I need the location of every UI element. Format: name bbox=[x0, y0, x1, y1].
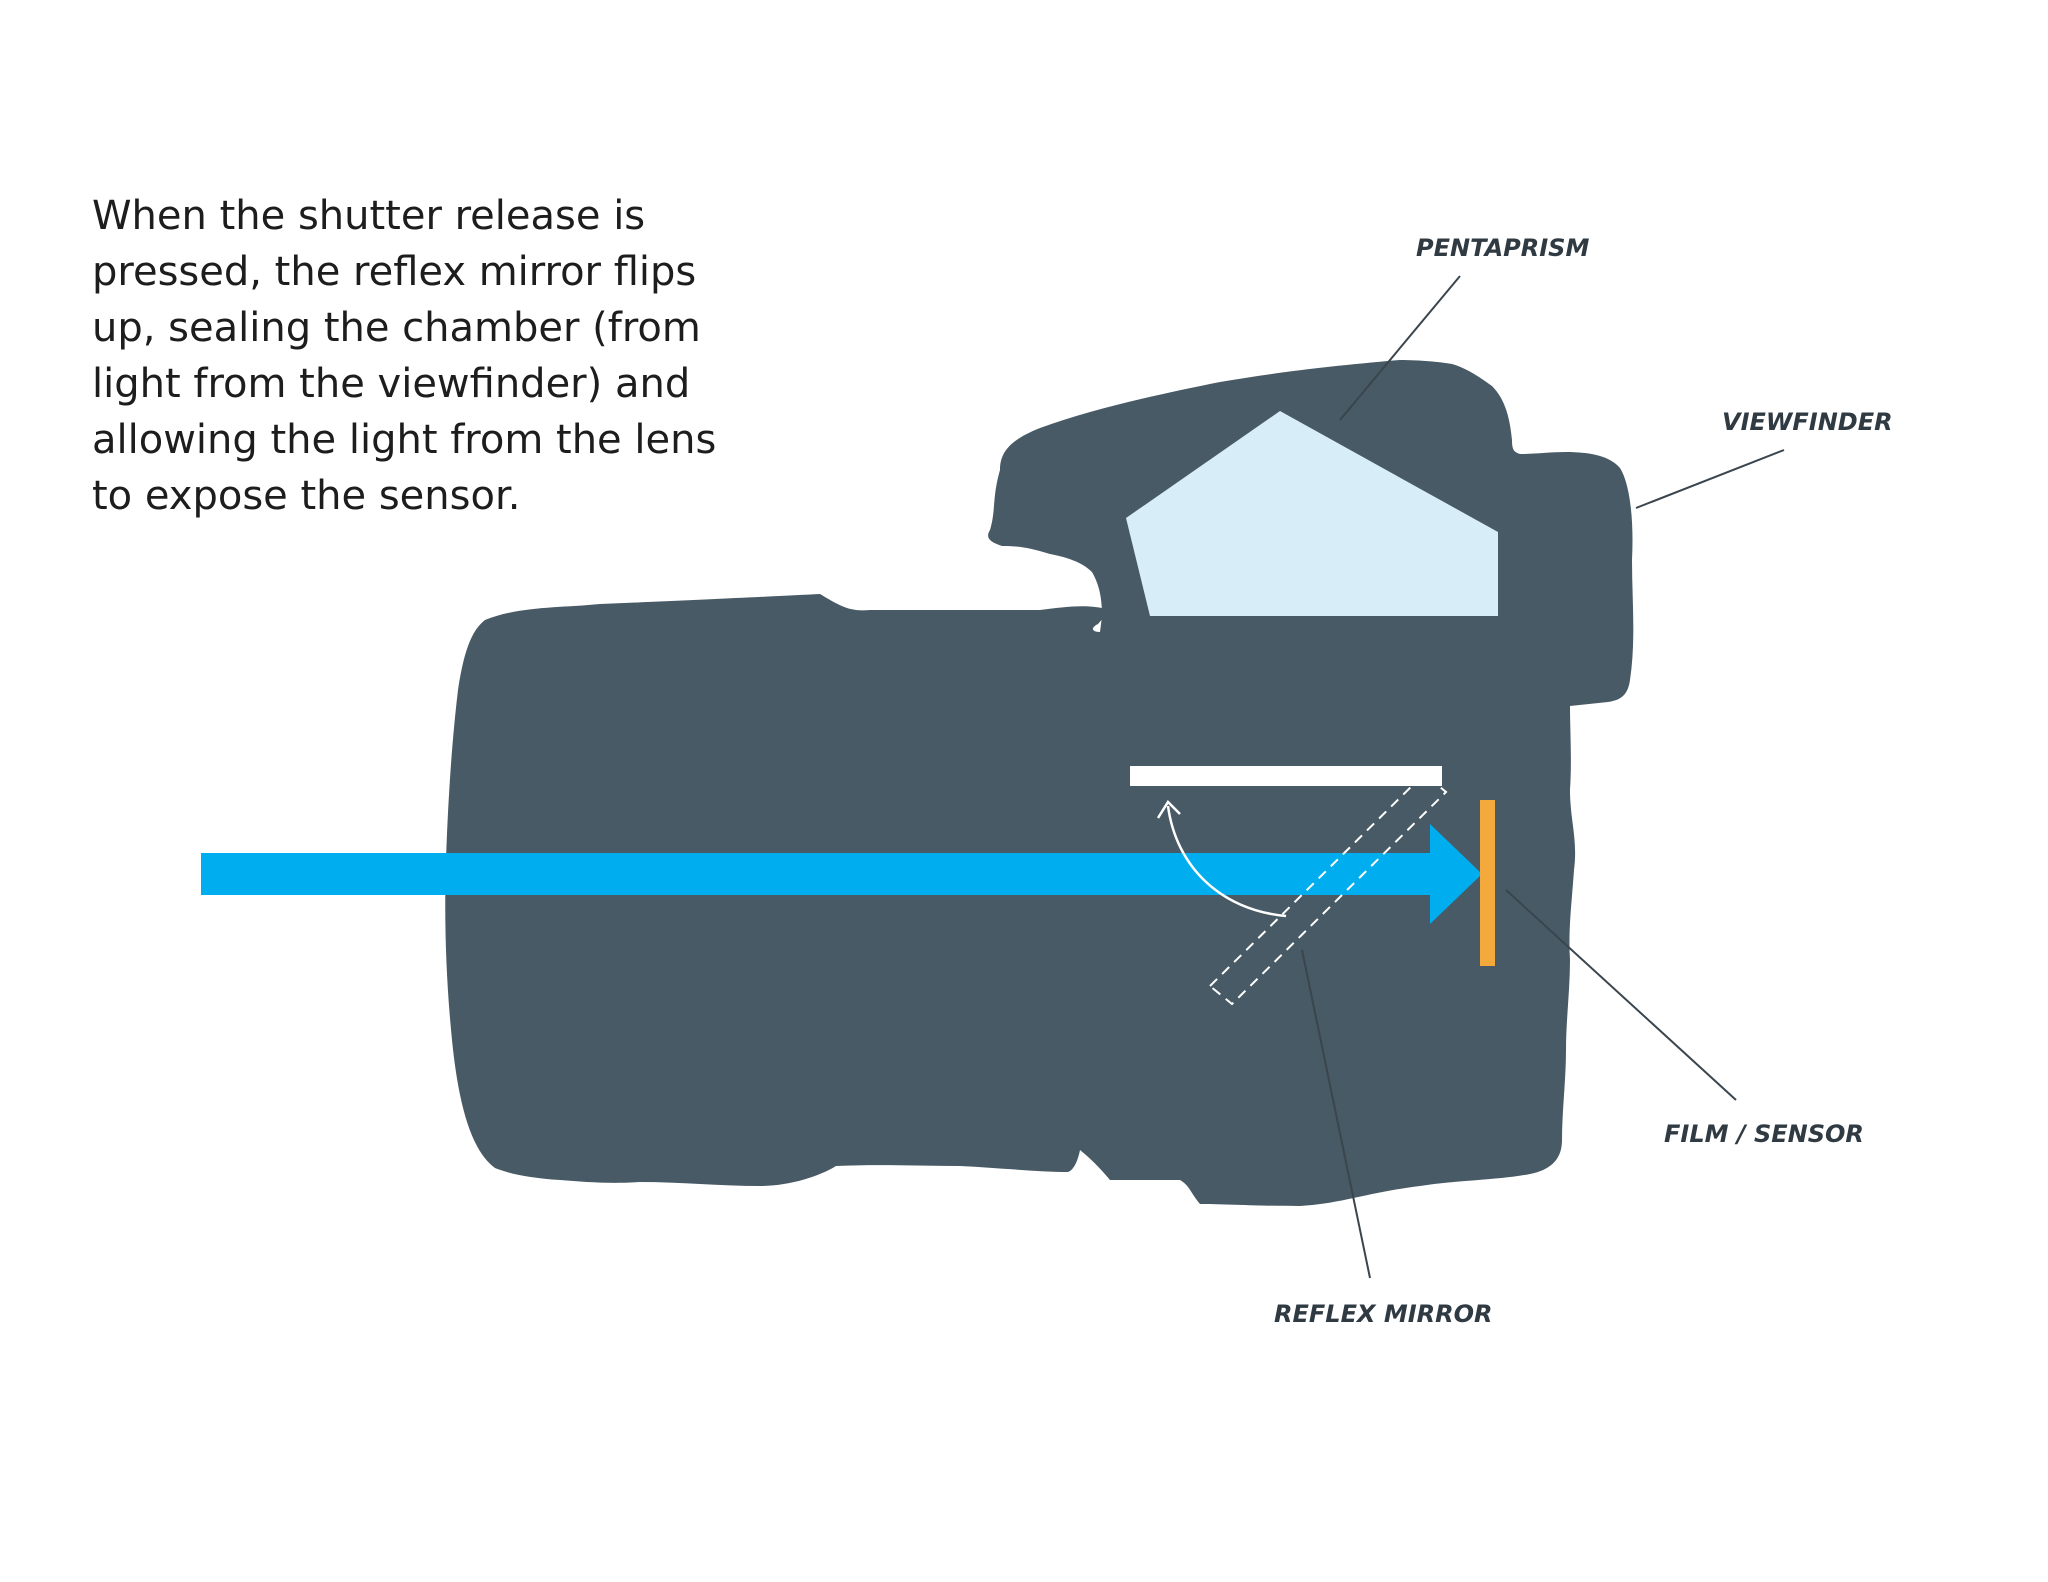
light-path-arrow bbox=[201, 824, 1482, 924]
pentaprism-leader-line bbox=[1339, 275, 1461, 421]
pentaprism bbox=[1126, 411, 1498, 616]
film-sensor bbox=[1480, 800, 1495, 966]
reflex-mirror-leader-line bbox=[1301, 949, 1371, 1279]
film-sensor-label: FILM / SENSOR bbox=[1664, 1120, 1864, 1148]
viewfinder-leader-line bbox=[1635, 449, 1785, 509]
caption-text: When the shutter release is pressed, the… bbox=[92, 193, 717, 519]
pentaprism-label: PENTAPRISM bbox=[1416, 234, 1589, 262]
viewfinder-label: VIEWFINDER bbox=[1722, 408, 1893, 436]
flip-arrowhead bbox=[1156, 800, 1181, 819]
light-arrowhead bbox=[1430, 824, 1482, 924]
film-sensor-leader-line bbox=[1505, 889, 1737, 1101]
light-beam bbox=[201, 853, 1437, 895]
reflex-mirror-raised bbox=[1130, 766, 1442, 786]
reflex-mirror-original-position bbox=[1208, 772, 1448, 1006]
reflex-mirror-label: REFLEX MIRROR bbox=[1274, 1300, 1492, 1328]
camera-body bbox=[445, 360, 1634, 1206]
flip-arc bbox=[1166, 805, 1287, 918]
mirror-flip-arrow bbox=[1156, 800, 1287, 918]
